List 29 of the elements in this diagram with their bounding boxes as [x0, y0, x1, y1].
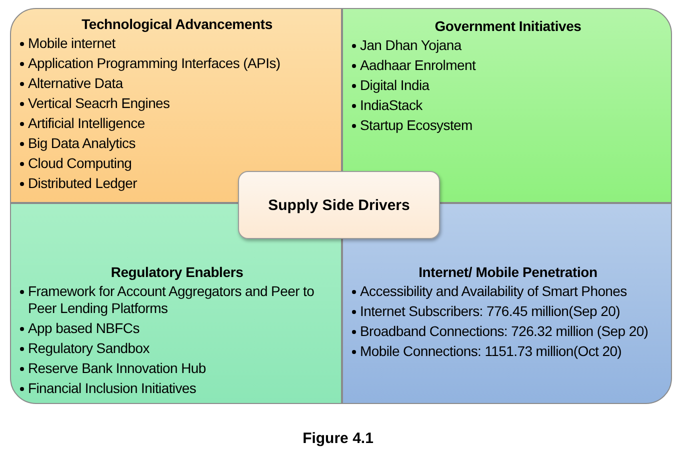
- bullet-item: Regulatory Sandbox: [28, 340, 150, 357]
- bullet-item: Mobile internet: [28, 35, 116, 52]
- bullet-item: Vertical Seacrh Engines: [28, 95, 170, 112]
- figure-caption: Figure 4.1: [302, 430, 374, 447]
- bullet-item: Application Programming Interfaces (APIs): [28, 55, 280, 72]
- bullet-item: Digital India: [360, 77, 430, 94]
- bullet-item: Financial Inclusion Initiatives: [28, 380, 196, 397]
- bullet-item: Aadhaar Enrolment: [360, 57, 476, 74]
- bullet-item: Alternative Data: [28, 75, 123, 92]
- bullet-item: Accessibility and Availability of Smart Phones: [360, 283, 627, 300]
- panel-heading: Regulatory Enablers: [110, 264, 244, 280]
- bullet-item: Mobile Connections: 1151.73 million(Oct 20): [360, 343, 622, 360]
- bullet-item: Broadband Connections: 726.32 million (Sep 20): [360, 323, 648, 340]
- bullet-item: Internet Subscribers: 776.45 million(Sep 20): [360, 303, 620, 320]
- panel-heading: Technological Advancements: [80, 16, 274, 32]
- bullet-item: Startup Ecosystem: [360, 117, 472, 134]
- bullet-item: Distributed Ledger: [28, 175, 137, 192]
- center-title: Supply Side Drivers: [268, 196, 410, 214]
- panel-heading: Internet/ Mobile Penetration: [418, 264, 598, 280]
- bullet-item: Big Data Analytics: [28, 135, 136, 152]
- bullet-item: Artificial Intelligence: [28, 115, 145, 132]
- center-box: [238, 171, 440, 239]
- bullet-item: Reserve Bank Innovation Hub: [28, 360, 206, 377]
- bullet-item: IndiaStack: [360, 97, 422, 114]
- bullet-item: App based NBFCs: [28, 320, 140, 337]
- bullet-item: Jan Dhan Yojana: [360, 37, 462, 54]
- bullet-item: Cloud Computing: [28, 155, 132, 172]
- bullet-item: Framework for Account Aggregators and Peer to Peer Lending Platforms: [28, 283, 316, 317]
- panel-heading: Government Initiatives: [434, 18, 582, 34]
